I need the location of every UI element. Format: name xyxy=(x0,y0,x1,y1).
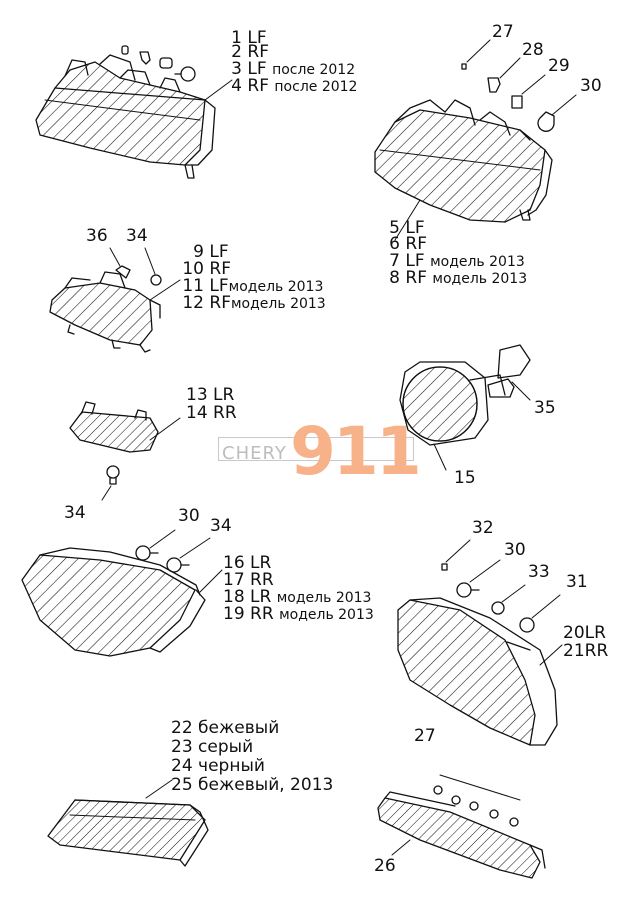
headlight-2013 xyxy=(374,63,555,241)
watermark-number: 911 xyxy=(290,413,422,490)
label-16: 16 LR xyxy=(223,553,272,573)
label-22: 22 бежевый xyxy=(171,718,280,738)
callout-30-right: 30 xyxy=(504,540,526,560)
label-13: 13 LR xyxy=(186,385,235,405)
label-2: 2 RF xyxy=(231,42,269,62)
plate-lamp xyxy=(377,774,546,879)
label-4: 4 RF после 2012 xyxy=(231,76,358,96)
callout-32: 32 xyxy=(472,518,494,538)
label-5: 5 LF xyxy=(389,218,425,238)
watermark-frame xyxy=(218,437,414,461)
label-14: 14 RR xyxy=(186,403,237,423)
callout-34-rear: 34 xyxy=(64,503,86,523)
label-18: 18 LR модель 2013 xyxy=(223,587,372,607)
leader-lines xyxy=(109,39,577,619)
watermark: CHERY 911 xyxy=(218,413,422,490)
callout-33: 33 xyxy=(528,562,550,582)
label-24: 24 черный xyxy=(171,756,265,776)
callout-36: 36 xyxy=(86,226,108,246)
label-10: 10 RF xyxy=(182,259,231,279)
label-20: 20LR xyxy=(563,623,606,643)
taillight-right xyxy=(397,563,563,746)
foglight-front xyxy=(49,265,181,353)
callout-29: 29 xyxy=(548,56,570,76)
callout-30-tail: 30 xyxy=(178,506,200,526)
label-25: 25 бежевый, 2013 xyxy=(171,775,334,795)
callout-15: 15 xyxy=(454,468,476,488)
high-stop-lamp xyxy=(47,779,209,867)
headlight-early xyxy=(35,45,233,179)
label-23: 23 серый xyxy=(171,737,254,757)
callout-30-top: 30 xyxy=(580,76,602,96)
label-3: 3 LF после 2012 xyxy=(231,59,356,79)
label-8: 8 RF модель 2013 xyxy=(389,268,528,288)
callout-27-top: 27 xyxy=(492,22,514,42)
taillight-left xyxy=(21,545,223,657)
callout-34-fog: 34 xyxy=(126,226,148,246)
callout-35: 35 xyxy=(534,398,556,418)
callout-31: 31 xyxy=(566,572,588,592)
label-19: 19 RR модель 2013 xyxy=(223,604,374,624)
callout-28: 28 xyxy=(522,40,544,60)
label-9: 9 LF xyxy=(193,242,229,262)
label-12: 12 RFмодель 2013 xyxy=(182,293,326,313)
foglamp-round xyxy=(399,344,531,471)
watermark-brand: CHERY xyxy=(222,443,287,464)
label-7: 7 LF модель 2013 xyxy=(389,251,525,271)
label-21: 21RR xyxy=(563,641,609,661)
callout-34-tail: 34 xyxy=(210,516,232,536)
label-17: 17 RR xyxy=(223,570,274,590)
callout-26: 26 xyxy=(374,856,396,876)
label-1: 1 LF xyxy=(231,28,267,48)
label-11: 11 LFмодель 2013 xyxy=(182,276,324,296)
callout-27-bottom: 27 xyxy=(414,726,436,746)
label-6: 6 RF xyxy=(389,234,427,254)
rear-reflector xyxy=(69,401,181,501)
